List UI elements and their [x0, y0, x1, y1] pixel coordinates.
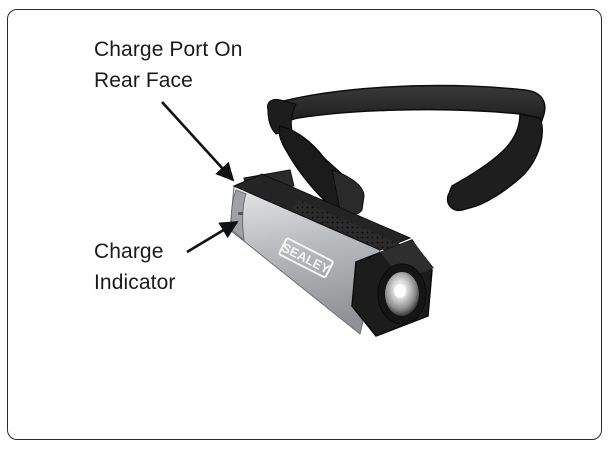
charge-indicator-label: Charge Indicator [94, 236, 175, 298]
charge-port-label-line2: Rear Face [94, 69, 193, 92]
charge-port-label-line1: Charge Port On [94, 38, 243, 61]
charge-indicator-label-line2: Indicator [94, 271, 176, 294]
charge-port-label: Charge Port On Rear Face [94, 34, 242, 96]
charge-port-arrow [161, 101, 235, 182]
head-strap [267, 84, 546, 215]
charge-indicator-arrow [186, 220, 239, 254]
torch-body: SEALEY [229, 169, 434, 337]
charge-indicator-label-line1: Charge [94, 240, 164, 263]
charge-indicator-led [238, 212, 243, 215]
